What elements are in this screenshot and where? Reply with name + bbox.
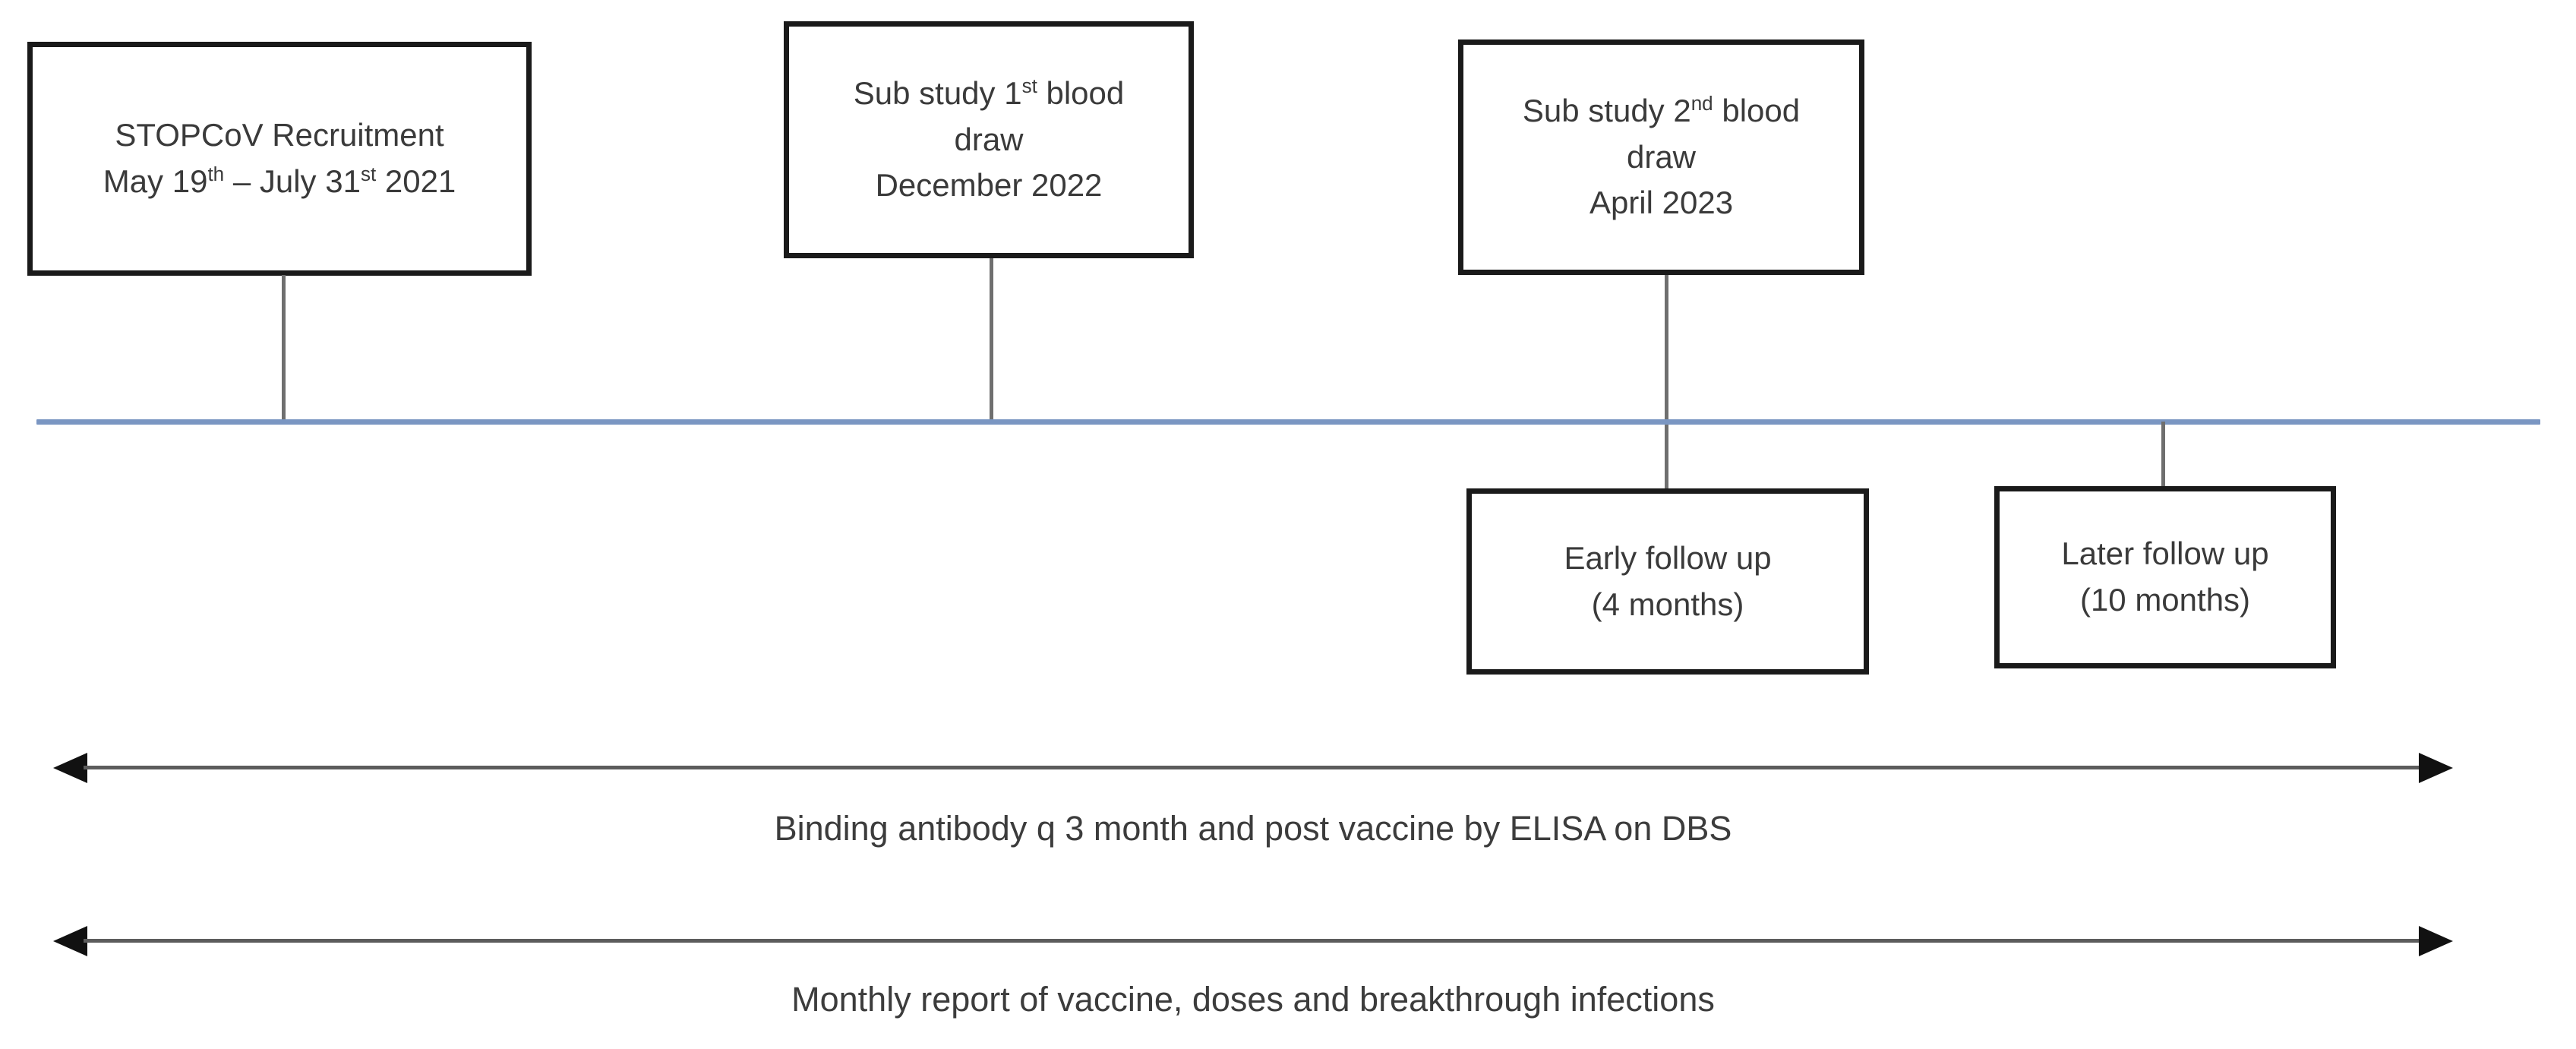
milestone-line-dates: May 19th – July 31st 2021 xyxy=(103,159,456,205)
sub-study-prefix: Sub study 1 xyxy=(853,74,1022,111)
connector-recruitment xyxy=(282,275,286,422)
date-range-middle: – July 31 xyxy=(224,163,361,199)
milestone-line-2: (10 months) xyxy=(2079,582,2251,618)
span-arrow-monthly-report xyxy=(53,914,2453,967)
milestone-line-title: STOPCoV Recruitment xyxy=(115,117,444,153)
milestone-box-later-follow-up: Later follow up (10 months) xyxy=(1994,486,2336,668)
arrow-right-icon xyxy=(2419,926,2453,956)
milestone-line-1: Sub study 1st blood xyxy=(854,71,1125,117)
ordinal-suffix-st: st xyxy=(1021,74,1037,97)
sub-study-prefix: Sub study 2 xyxy=(1522,92,1691,128)
sub-study-suffix: blood xyxy=(1713,92,1801,128)
milestone-line-2: (4 months) xyxy=(1591,586,1744,622)
milestone-line-2: draw xyxy=(1626,138,1697,175)
milestone-line-3: April 2023 xyxy=(1589,185,1734,221)
connector-sub-study-first-blood-draw xyxy=(990,258,993,422)
ordinal-suffix-st: st xyxy=(360,163,377,185)
arrow-right-icon xyxy=(2419,753,2453,783)
arrow-left-icon xyxy=(53,753,87,783)
sub-study-suffix: blood xyxy=(1037,74,1125,111)
connector-later-follow-up xyxy=(2161,422,2165,488)
milestone-box-sub-study-second-blood-draw: Sub study 2nd blood draw April 2023 xyxy=(1458,39,1864,275)
connector-sub-study-second-blood-draw xyxy=(1665,275,1668,488)
span-arrow-binding-antibody xyxy=(53,741,2453,794)
ordinal-suffix-nd: nd xyxy=(1690,91,1713,115)
date-range-prefix: May 19 xyxy=(103,163,208,199)
span-caption-monthly-report: Monthly report of vaccine, doses and bre… xyxy=(791,980,1715,1019)
milestone-line-1: Sub study 2nd blood xyxy=(1523,88,1800,134)
arrow-shaft xyxy=(84,766,2423,769)
milestone-box-sub-study-first-blood-draw: Sub study 1st blood draw December 2022 xyxy=(784,21,1194,258)
span-caption-binding-antibody: Binding antibody q 3 month and post vacc… xyxy=(774,809,1732,848)
milestone-box-recruitment: STOPCoV Recruitment May 19th – July 31st… xyxy=(27,42,532,276)
ordinal-suffix-th: th xyxy=(207,163,225,185)
arrow-left-icon xyxy=(53,926,87,956)
milestone-line-1: Later follow up xyxy=(2061,536,2269,572)
arrow-shaft xyxy=(84,939,2423,943)
milestone-box-early-follow-up: Early follow up (4 months) xyxy=(1466,488,1869,675)
milestone-line-3: December 2022 xyxy=(875,167,1103,204)
milestone-line-2: draw xyxy=(954,121,1024,157)
date-range-year: 2021 xyxy=(376,163,456,199)
timeline-axis xyxy=(36,419,2540,425)
milestone-line-1: Early follow up xyxy=(1564,539,1772,576)
